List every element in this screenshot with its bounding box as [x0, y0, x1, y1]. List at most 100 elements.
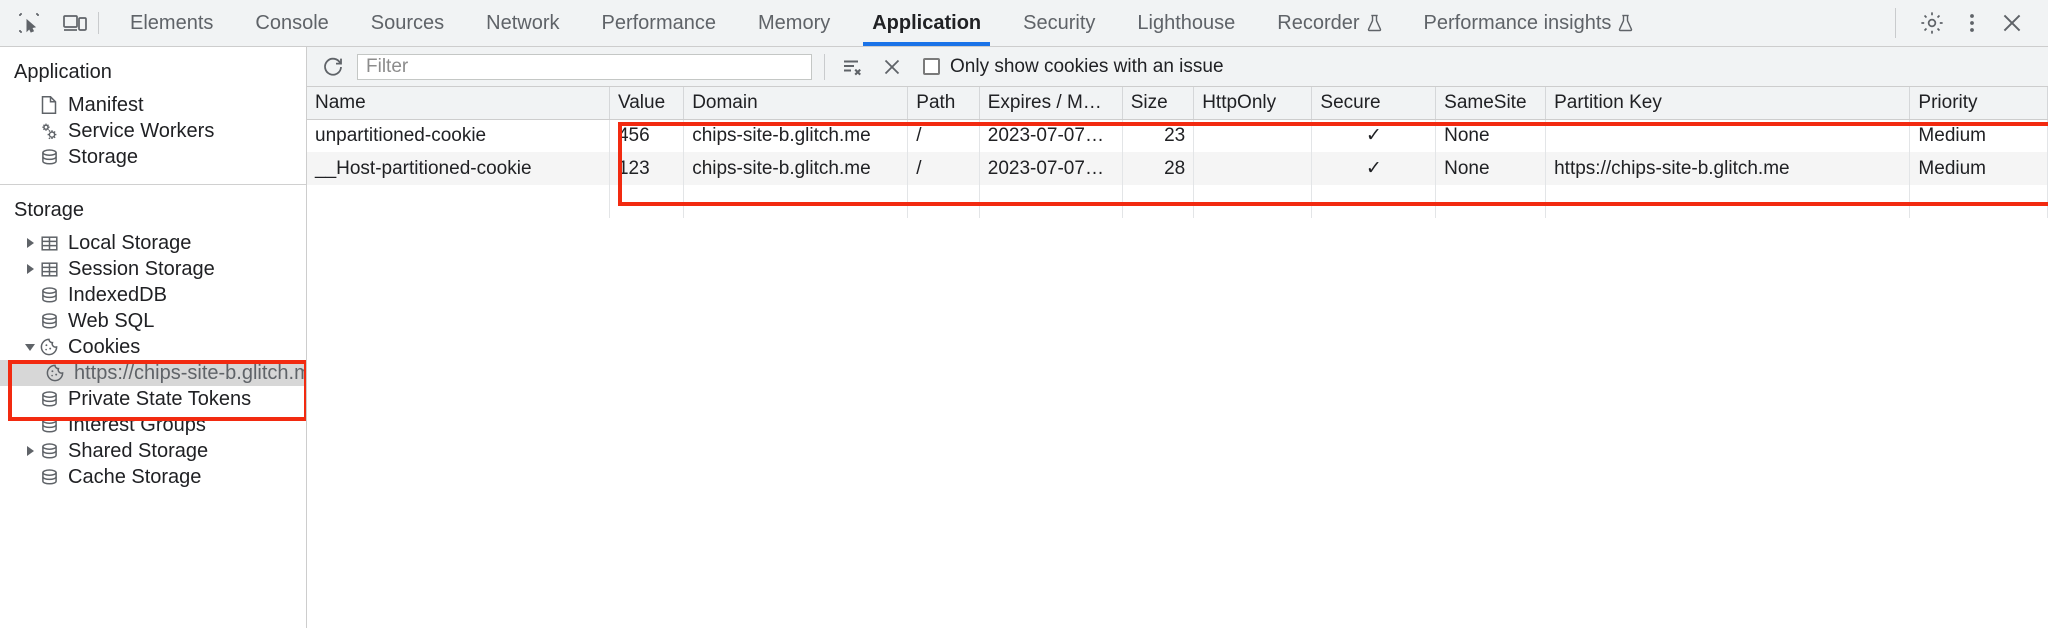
sidebar-item-label: Shared Storage: [68, 440, 209, 462]
sidebar-item-label: Manifest: [68, 94, 144, 116]
cell-partition-key: https://chips-site-b.glitch.me: [1545, 152, 1911, 185]
cell-secure: ✓: [1311, 152, 1437, 185]
sidebar-item-cookie-origin[interactable]: https://chips-site-b.glitch.me: [0, 360, 306, 386]
chevron-right-icon[interactable]: [22, 261, 38, 277]
tab-application[interactable]: Application: [851, 0, 1002, 46]
more-vertical-icon[interactable]: [1954, 5, 1990, 41]
column-header-value[interactable]: Value: [609, 87, 685, 120]
sidebar-item-storage[interactable]: Storage: [0, 144, 306, 170]
cookies-table-container[interactable]: Name Value Domain Path Expires / M… Size…: [307, 87, 2048, 628]
tab-recorder[interactable]: Recorder: [1256, 0, 1402, 46]
column-header-domain[interactable]: Domain: [683, 87, 909, 120]
column-header-expires[interactable]: Expires / M…: [979, 87, 1123, 120]
cell-path: /: [907, 152, 980, 185]
column-header-name[interactable]: Name: [307, 87, 610, 120]
cell-partition-key: [1545, 119, 1911, 152]
sidebar-item-label: Session Storage: [68, 258, 215, 280]
tab-label: Sources: [370, 11, 445, 34]
tab-label: Security: [1023, 11, 1096, 34]
column-header-samesite[interactable]: SameSite: [1435, 87, 1547, 120]
application-sidebar: Application Manifest: [0, 47, 307, 628]
sidebar-section-storage: Storage Local Storage: [0, 184, 306, 490]
sidebar-item-indexeddb[interactable]: IndexedDB: [0, 282, 306, 308]
column-header-secure[interactable]: Secure: [1311, 87, 1437, 120]
cell-domain: chips-site-b.glitch.me: [683, 119, 909, 152]
tab-label: Console: [255, 11, 329, 34]
refresh-icon[interactable]: [319, 53, 347, 81]
chevron-right-icon[interactable]: [22, 443, 38, 459]
device-toolbar-icon[interactable]: [60, 8, 90, 38]
gear-icon[interactable]: [1914, 5, 1950, 41]
tab-elements[interactable]: Elements: [109, 0, 234, 46]
sidebar-item-service-workers[interactable]: Service Workers: [0, 118, 306, 144]
cell-expires: 2023-07-07…: [979, 152, 1123, 185]
sidebar-item-cookies[interactable]: Cookies: [0, 334, 306, 360]
cell-httponly: [1193, 152, 1313, 185]
tab-label: Application: [872, 11, 982, 34]
tab-label: Lighthouse: [1137, 11, 1236, 34]
tab-performance[interactable]: Performance: [581, 0, 738, 46]
tab-network[interactable]: Network: [465, 0, 580, 46]
close-icon[interactable]: [1994, 5, 2030, 41]
column-header-httponly[interactable]: HttpOnly: [1193, 87, 1313, 120]
cookies-table-body: unpartitioned-cookie 456 chips-site-b.gl…: [307, 119, 2048, 218]
database-icon: [38, 414, 60, 436]
tab-label: Memory: [758, 11, 831, 34]
tab-label: Network: [486, 11, 560, 34]
sidebar-item-private-state-tokens[interactable]: Private State Tokens: [0, 386, 306, 412]
experiment-flask-icon: [1367, 14, 1382, 32]
column-header-size[interactable]: Size: [1122, 87, 1195, 120]
column-header-priority[interactable]: Priority: [1909, 87, 2048, 120]
cookies-panel: Filter Only show cookies with an issue: [307, 47, 2048, 628]
table-header-row: Name Value Domain Path Expires / M… Size…: [307, 87, 2048, 120]
tab-lighthouse[interactable]: Lighthouse: [1116, 0, 1256, 46]
tab-security[interactable]: Security: [1002, 0, 1116, 46]
sidebar-item-label: IndexedDB: [68, 284, 167, 306]
sidebar-section-title: Storage: [14, 199, 85, 221]
sidebar-section-title: Application: [14, 61, 112, 83]
search-input[interactable]: Filter: [357, 53, 812, 80]
sidebar-item-shared-storage[interactable]: Shared Storage: [0, 438, 306, 464]
tab-console[interactable]: Console: [234, 0, 349, 46]
sidebar-item-label: Local Storage: [68, 232, 192, 254]
cell-size: 23: [1122, 119, 1195, 152]
tab-memory[interactable]: Memory: [737, 0, 851, 46]
database-icon: [38, 284, 60, 306]
sidebar-item-label: Web SQL: [68, 310, 155, 332]
only-show-issues-checkbox[interactable]: Only show cookies with an issue: [923, 56, 1224, 78]
cell-priority: Medium: [1909, 152, 2048, 185]
cookies-filter-toolbar: Filter Only show cookies with an issue: [307, 47, 2048, 87]
tab-label: Performance insights: [1423, 11, 1612, 34]
database-icon: [38, 466, 60, 488]
tab-sources[interactable]: Sources: [350, 0, 465, 46]
cookie-icon: [38, 336, 60, 358]
checkbox-box[interactable]: [923, 58, 940, 75]
chevron-right-icon[interactable]: [22, 235, 38, 251]
sidebar-item-manifest[interactable]: Manifest: [0, 92, 306, 118]
sidebar-item-interest-groups[interactable]: Interest Groups: [0, 412, 306, 438]
inspect-element-icon[interactable]: [14, 8, 44, 38]
sidebar-item-cache-storage[interactable]: Cache Storage: [0, 464, 306, 490]
column-header-path[interactable]: Path: [907, 87, 980, 120]
sidebar-item-session-storage[interactable]: Session Storage: [0, 256, 306, 282]
database-icon: [38, 146, 60, 168]
cell-samesite: None: [1435, 119, 1547, 152]
sidebar-section-application: Application Manifest: [0, 47, 306, 184]
cell-name: __Host-partitioned-cookie: [307, 152, 610, 185]
table-row[interactable]: unpartitioned-cookie 456 chips-site-b.gl…: [307, 119, 2048, 152]
table-row[interactable]: __Host-partitioned-cookie 123 chips-site…: [307, 152, 2048, 185]
clear-all-cookies-icon[interactable]: [877, 52, 907, 82]
cell-priority: Medium: [1909, 119, 2048, 152]
toolbar-left-icons: [0, 0, 96, 46]
sidebar-item-web-sql[interactable]: Web SQL: [0, 308, 306, 334]
column-header-partition-key[interactable]: Partition Key: [1545, 87, 1911, 120]
devtools-toolbar: Elements Console Sources Network Perform…: [0, 0, 2048, 47]
tab-performance-insights[interactable]: Performance insights: [1403, 0, 1655, 46]
sidebar-item-label: https://chips-site-b.glitch.me: [74, 362, 307, 384]
chevron-down-icon[interactable]: [22, 339, 38, 355]
sidebar-item-label: Private State Tokens: [68, 388, 252, 410]
toolbar-divider-right: [1895, 8, 1896, 38]
cell-path: /: [907, 119, 980, 152]
clear-filtered-cookies-icon[interactable]: [837, 52, 867, 82]
sidebar-item-local-storage[interactable]: Local Storage: [0, 230, 306, 256]
